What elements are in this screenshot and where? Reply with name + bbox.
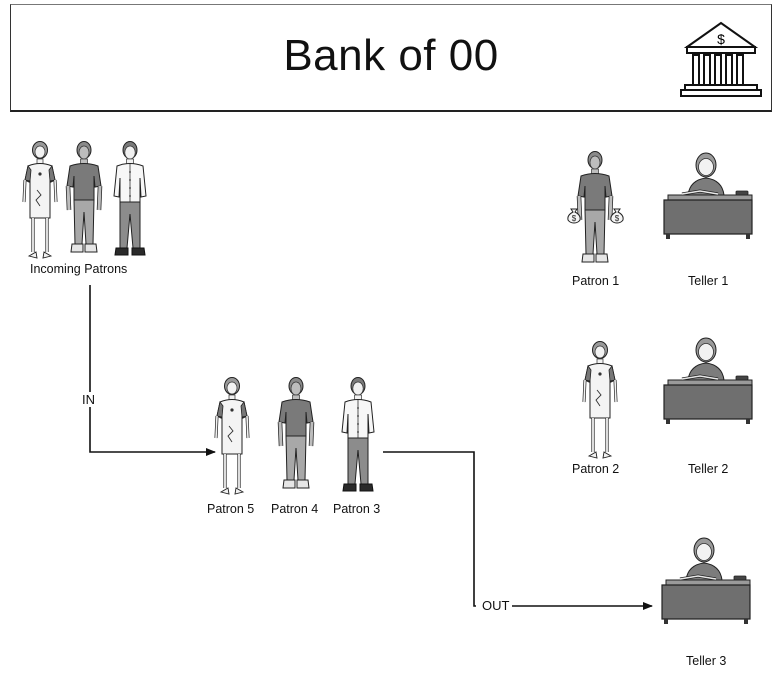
incoming-patron-man-shirt	[110, 140, 150, 265]
patron-2-figure	[580, 340, 620, 465]
incoming-patron-woman	[20, 140, 60, 265]
teller-1-figure	[660, 150, 756, 240]
queue-label-3: Patron 3	[333, 502, 381, 516]
page-title: Bank of 00	[283, 31, 499, 80]
out-label: OUT	[480, 598, 512, 613]
in-label: IN	[80, 392, 97, 407]
bank-header: Bank of 00 $	[10, 4, 772, 112]
station-2-patron-label: Patron 2	[572, 462, 620, 476]
teller-2-figure	[660, 335, 756, 425]
patron-4-figure	[276, 376, 316, 501]
teller-3-label: Teller 3	[686, 654, 727, 668]
in-arrow	[89, 285, 216, 456]
teller-1-label: Teller 1	[688, 274, 729, 288]
teller-2-label: Teller 2	[688, 462, 729, 476]
queue-label-2: Patron 4	[271, 502, 319, 516]
station-1-patron-label: Patron 1	[572, 274, 620, 288]
money-bag-icon	[609, 206, 625, 224]
patron-5-figure	[212, 376, 252, 501]
out-line	[383, 451, 476, 607]
svg-text:$: $	[717, 31, 725, 47]
incoming-patrons-label: Incoming Patrons	[30, 262, 128, 276]
patron-3-figure	[338, 376, 378, 501]
money-bag-icon	[566, 206, 582, 224]
queue-label-1: Patron 5	[207, 502, 255, 516]
teller-3-figure	[658, 535, 754, 625]
bank-building-icon: $	[680, 21, 762, 97]
incoming-patron-man	[64, 140, 104, 265]
